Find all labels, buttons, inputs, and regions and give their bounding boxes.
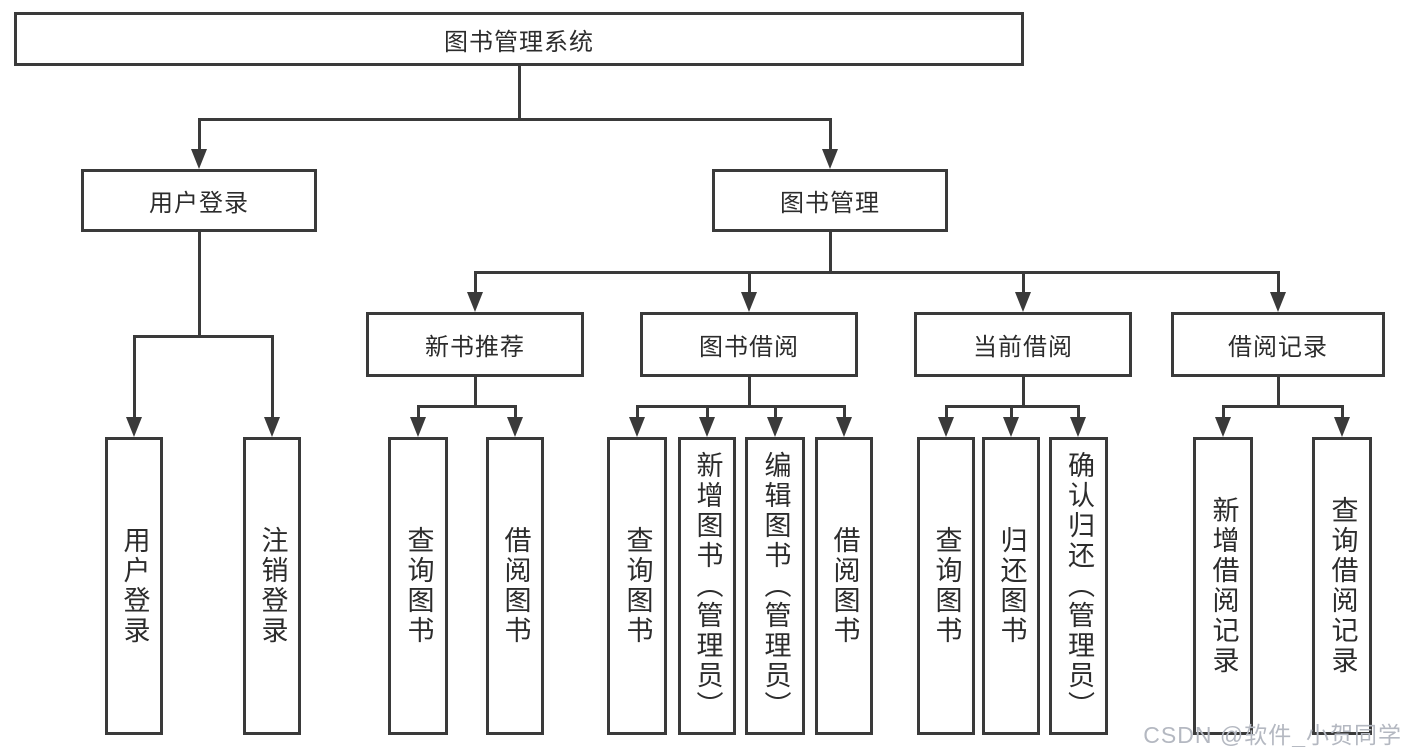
- leaf-query-books-borrow-label: 查询图书: [622, 526, 653, 646]
- arrow-down-icon: [467, 292, 483, 312]
- connector-line: [944, 406, 948, 417]
- leaf-query-books-current: 查询图书: [917, 437, 975, 735]
- leaf-confirm-return-admin-label: 确认归还（管理员）: [1064, 451, 1094, 721]
- leaf-query-books-borrow: 查询图书: [607, 437, 667, 735]
- leaf-borrow-books-recommend-label: 借阅图书: [500, 526, 531, 646]
- leaf-query-books-recommend-label: 查询图书: [403, 526, 434, 646]
- connector-line: [747, 272, 751, 292]
- connector-line: [1276, 272, 1280, 292]
- leaf-query-books-current-label: 查询图书: [931, 526, 962, 646]
- connector-line: [513, 406, 517, 417]
- connector-line: [747, 377, 751, 406]
- node-user-login: 用户登录: [81, 169, 317, 232]
- connector-line: [473, 272, 477, 292]
- arrow-down-icon: [264, 417, 280, 437]
- leaf-user-login: 用户登录: [105, 437, 163, 735]
- node-borrow-record-label: 借阅记录: [1228, 334, 1328, 361]
- arrow-down-icon: [191, 149, 207, 169]
- leaf-query-borrow-record-label: 查询借阅记录: [1327, 496, 1358, 676]
- connector-line: [1021, 377, 1025, 406]
- connector-line: [270, 336, 274, 417]
- node-user-login-label: 用户登录: [149, 190, 249, 217]
- node-new-book-recommend-label: 新书推荐: [425, 334, 525, 361]
- connector-line: [842, 406, 846, 417]
- arrow-down-icon: [767, 417, 783, 437]
- leaf-borrow-books: 借阅图书: [815, 437, 873, 735]
- arrow-down-icon: [1215, 417, 1231, 437]
- node-new-book-recommend: 新书推荐: [366, 312, 584, 377]
- connector-line: [473, 270, 1280, 274]
- arrow-down-icon: [1334, 417, 1350, 437]
- connector-line: [416, 404, 517, 408]
- node-root-label: 图书管理系统: [444, 28, 594, 56]
- leaf-borrow-books-recommend: 借阅图书: [486, 437, 544, 735]
- connector-line: [635, 404, 846, 408]
- leaf-query-borrow-record: 查询借阅记录: [1312, 437, 1372, 735]
- arrow-down-icon: [629, 417, 645, 437]
- connector-line: [1221, 406, 1225, 417]
- node-current-borrow-label: 当前借阅: [973, 334, 1073, 361]
- arrow-down-icon: [126, 417, 142, 437]
- connector-line: [705, 406, 709, 417]
- connector-line: [517, 66, 521, 119]
- connector-line: [773, 406, 777, 417]
- arrow-down-icon: [507, 417, 523, 437]
- node-book-borrow: 图书借阅: [640, 312, 858, 377]
- connector-line: [197, 117, 832, 121]
- leaf-logout-label: 注销登录: [257, 526, 288, 646]
- arrow-down-icon: [410, 417, 426, 437]
- leaf-return-books: 归还图书: [982, 437, 1040, 735]
- connector-line: [1276, 377, 1280, 406]
- node-current-borrow: 当前借阅: [914, 312, 1132, 377]
- connector-line: [197, 232, 201, 336]
- arrow-down-icon: [1015, 292, 1031, 312]
- connector-line: [416, 406, 420, 417]
- connector-line: [828, 232, 832, 272]
- connector-line: [1340, 406, 1344, 417]
- connector-line: [1076, 406, 1080, 417]
- leaf-add-books-admin-label: 新增图书（管理员）: [692, 451, 723, 721]
- leaf-add-borrow-record-label: 新增借阅记录: [1208, 496, 1239, 676]
- connector-line: [1009, 406, 1013, 417]
- connector-line: [197, 119, 201, 149]
- arrow-down-icon: [822, 149, 838, 169]
- arrow-down-icon: [1003, 417, 1019, 437]
- leaf-edit-books-admin-label: 编辑图书（管理员）: [760, 451, 791, 721]
- connector-line: [132, 336, 136, 417]
- node-borrow-record: 借阅记录: [1171, 312, 1385, 377]
- connector-line: [132, 334, 274, 338]
- arrow-down-icon: [836, 417, 852, 437]
- watermark-text: CSDN @软件_小贺同学: [1143, 722, 1402, 747]
- leaf-add-books-admin: 新增图书（管理员）: [678, 437, 736, 735]
- connector-line: [1221, 404, 1344, 408]
- connector-line: [635, 406, 639, 417]
- leaf-logout: 注销登录: [243, 437, 301, 735]
- node-book-management-label: 图书管理: [780, 190, 880, 217]
- arrow-down-icon: [1070, 417, 1086, 437]
- connector-line: [473, 377, 477, 406]
- node-book-borrow-label: 图书借阅: [699, 334, 799, 361]
- connector-line: [1021, 272, 1025, 292]
- leaf-borrow-books-label: 借阅图书: [829, 526, 860, 646]
- arrow-down-icon: [1270, 292, 1286, 312]
- leaf-user-login-label: 用户登录: [119, 526, 150, 646]
- leaf-add-borrow-record: 新增借阅记录: [1193, 437, 1253, 735]
- connector-line: [828, 119, 832, 149]
- arrow-down-icon: [741, 292, 757, 312]
- leaf-edit-books-admin: 编辑图书（管理员）: [745, 437, 805, 735]
- arrow-down-icon: [699, 417, 715, 437]
- arrow-down-icon: [938, 417, 954, 437]
- leaf-confirm-return-admin: 确认归还（管理员）: [1049, 437, 1108, 735]
- node-book-management: 图书管理: [712, 169, 948, 232]
- leaf-return-books-label: 归还图书: [996, 526, 1027, 646]
- node-root: 图书管理系统: [14, 12, 1024, 66]
- leaf-query-books-recommend: 查询图书: [388, 437, 448, 735]
